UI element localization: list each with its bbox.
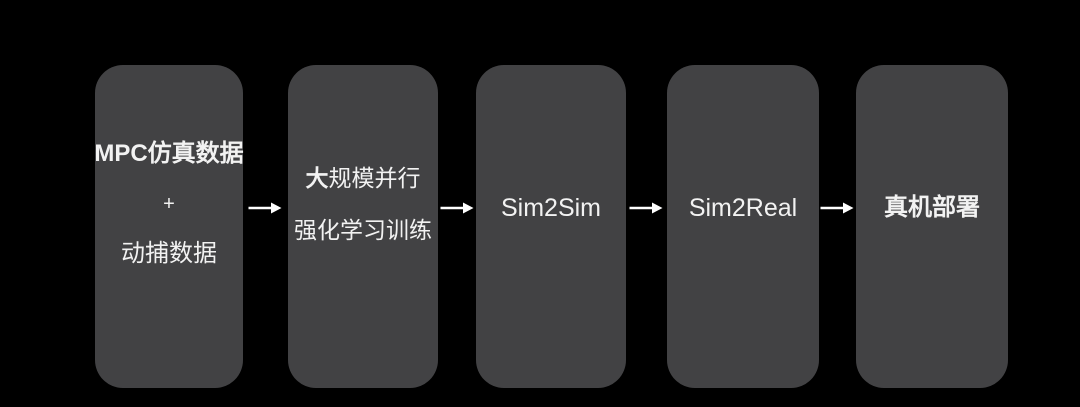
flow-arrow-icon xyxy=(248,202,282,214)
stage-label-rl-training: 强化学习训练 xyxy=(294,216,432,243)
stage-box-data-sources: MPC仿真数据 + 动捕数据 xyxy=(94,65,244,388)
stage-box-sim2sim: Sim2Sim xyxy=(476,65,626,388)
stage-label-mpc-sim-data: MPC仿真数据 xyxy=(94,139,244,167)
stage-label-parallel-rest: 规模并行 xyxy=(328,164,421,191)
flow-arrow-icon xyxy=(440,202,474,214)
plus-separator: + xyxy=(163,192,175,215)
stage-box-sim2real: Sim2Real xyxy=(667,65,819,388)
flow-arrow-icon xyxy=(629,202,663,214)
stage-label-mocap-data: 动捕数据 xyxy=(121,239,217,267)
stage-label-sim2sim: Sim2Sim xyxy=(500,193,601,222)
stage-label-parallel: 大规模并行 xyxy=(306,152,421,204)
stage-label-real-deployment: 真机部署 xyxy=(884,193,980,221)
stage-label-sim2real: Sim2Real xyxy=(688,193,798,222)
stage-label-parallel-bold-prefix: 大 xyxy=(305,164,329,191)
flow-arrow-icon xyxy=(820,202,854,214)
stage-box-rl-training: 大规模并行 强化学习训练 xyxy=(288,65,438,388)
stage-box-real-deployment: 真机部署 xyxy=(856,65,1008,388)
